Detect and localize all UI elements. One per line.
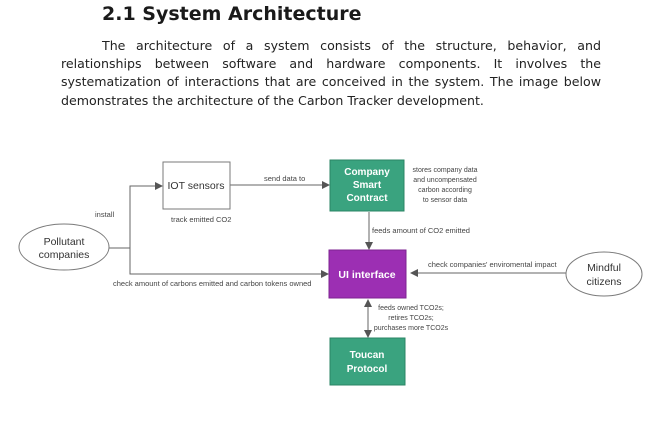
- toucan-label-line2: Protocol: [347, 364, 388, 375]
- stores-label-line1: stores company data: [413, 167, 478, 174]
- pollutant-to-iot-connector: [109, 182, 163, 249]
- feeds-co2-label: feeds amount of CO2 emitted: [372, 226, 470, 235]
- smart-contract-node: Company Smart Contract: [329, 159, 405, 212]
- contract-label-line3: Contract: [346, 193, 388, 204]
- toucan-label-line1: Toucan: [350, 350, 385, 361]
- iot-sensors-node: IOT sensors: [162, 161, 231, 210]
- toucan-edge-label-line1: feeds owned TCO2s;: [378, 305, 444, 312]
- send-data-label: send data to: [264, 174, 305, 183]
- mindful-label-line1: Mindful: [587, 262, 621, 274]
- paragraph-line: relationships between software and hardw…: [61, 56, 601, 72]
- section-paragraph: The architecture of a system consists of…: [61, 37, 601, 110]
- mindful-label-line2: citizens: [586, 276, 621, 288]
- check-impact-label: check companies' enviromental impact: [428, 260, 557, 269]
- toucan-edge-label-line2: retires TCO2s;: [388, 315, 433, 322]
- contract-label-line2: Smart: [353, 180, 382, 191]
- iot-sensors-label: IOT sensors: [168, 180, 225, 192]
- paragraph-line: systematization of interactions that are…: [61, 74, 601, 90]
- paragraph-line: demonstrates the architecture of the Car…: [61, 92, 484, 108]
- pollutant-label-line2: companies: [39, 249, 90, 261]
- pollutant-label-line1: Pollutant: [44, 236, 85, 248]
- paragraph-line: The architecture of a system consists of…: [102, 38, 601, 53]
- stores-label-line2: and uncompensated: [413, 177, 477, 184]
- pollutant-companies-node: Pollutant companies: [18, 223, 110, 271]
- check-amount-label: check amount of carbons emitted and carb…: [113, 279, 311, 288]
- pollutant-to-ui-connector: [129, 248, 329, 278]
- ui-interface-node: UI interface: [328, 249, 407, 299]
- install-label: install: [95, 210, 115, 219]
- section-heading: 2.1 System Architecture: [102, 3, 362, 25]
- stores-label-line3: carbon according: [418, 187, 472, 194]
- toucan-edge-label-line3: purchases more TCO2s: [374, 325, 449, 332]
- track-emitted-label: track emitted CO2: [171, 215, 231, 224]
- mindful-citizens-node: Mindful citizens: [565, 251, 643, 297]
- contract-label-line1: Company: [344, 167, 390, 178]
- stores-label-line4: to sensor data: [423, 197, 467, 204]
- toucan-protocol-node: Toucan Protocol: [329, 337, 406, 386]
- ui-interface-label: UI interface: [338, 269, 395, 281]
